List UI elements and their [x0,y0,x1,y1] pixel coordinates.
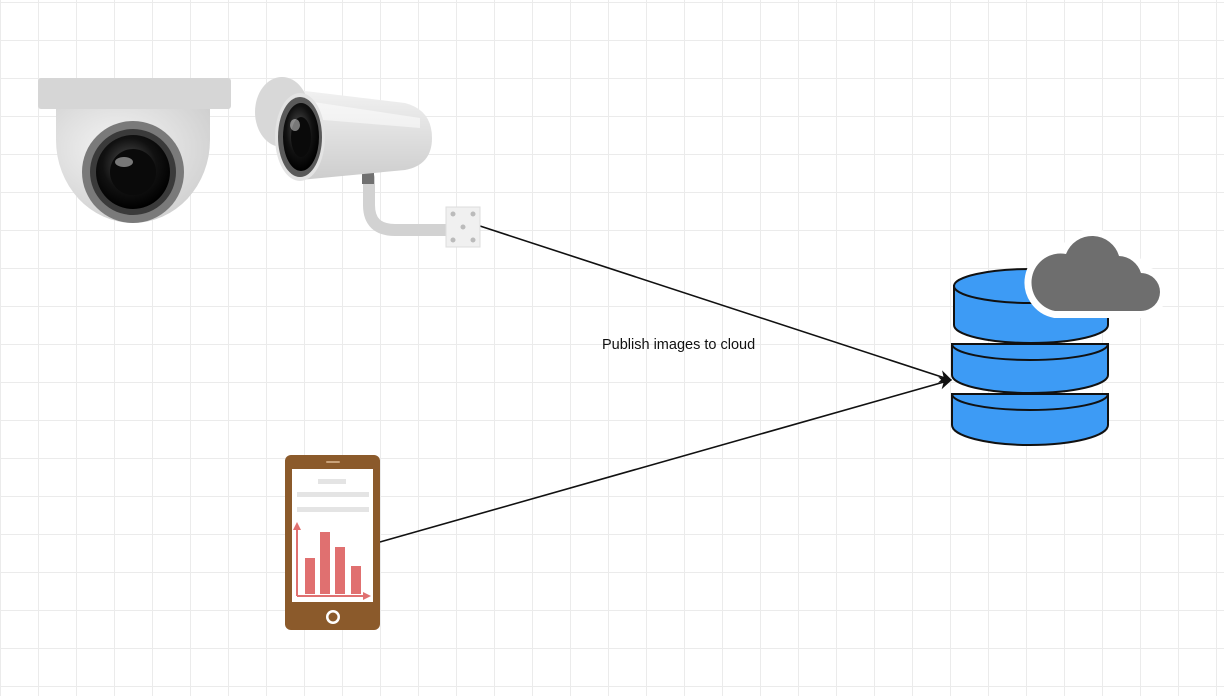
dome-camera-icon[interactable] [38,78,231,223]
bullet-camera-icon[interactable] [255,77,481,248]
smartphone-icon[interactable] [285,455,380,630]
edge-label-publish: Publish images to cloud [602,337,755,353]
phone-chart-icon [293,522,371,600]
edge-camera-to-cloud[interactable] [479,225,953,383]
cloud-database-icon[interactable] [951,229,1167,446]
edge-phone-to-cloud[interactable] [379,376,953,543]
